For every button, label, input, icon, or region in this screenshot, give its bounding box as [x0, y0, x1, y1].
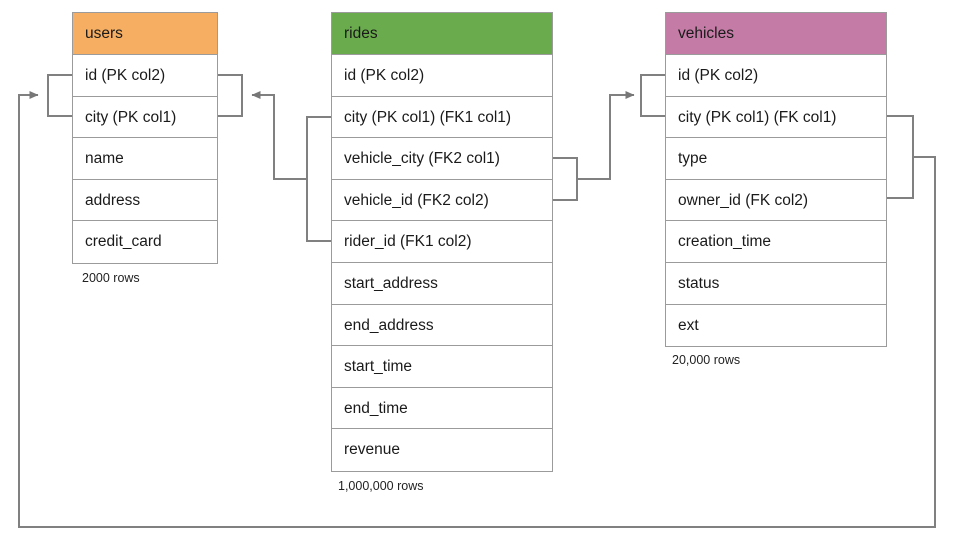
field-rides-city[interactable]: city (PK col1) (FK1 col1) — [332, 97, 552, 139]
row-count-users: 2000 rows — [82, 271, 140, 285]
connector-vehicles-left-bracket — [640, 74, 665, 117]
entity-rides[interactable]: rides id (PK col2) city (PK col1) (FK1 c… — [331, 12, 553, 472]
field-vehicles-status[interactable]: status — [666, 263, 886, 305]
field-rides-revenue[interactable]: revenue — [344, 441, 401, 459]
connector-users-right-bracket — [218, 74, 243, 117]
field-rides-start-address[interactable]: start_address — [332, 263, 552, 305]
connector-rides-fk1-bracket — [306, 116, 331, 242]
connector-vehicles-right-bracket — [887, 115, 914, 199]
entity-vehicles[interactable]: vehicles id (PK col2) city (PK col1) (FK… — [665, 12, 887, 348]
field-rides-end-time[interactable]: end_time — [332, 388, 552, 430]
entity-users-header: users — [73, 13, 217, 55]
entity-vehicles-title: vehicles — [678, 25, 734, 42]
field-rides-vehicle-id[interactable]: vehicle_id (FK2 col2) — [332, 180, 552, 222]
field-users-credit-card[interactable]: credit_card — [85, 233, 162, 251]
field-users-id[interactable]: id (PK col2) — [73, 55, 217, 97]
field-rides-vehicle-city[interactable]: vehicle_city (FK2 col1) — [332, 138, 552, 180]
field-rides-rider-id[interactable]: rider_id (FK1 col2) — [332, 221, 552, 263]
connector-rides-fk1-to-users — [251, 91, 307, 180]
field-vehicles-ext[interactable]: ext — [678, 316, 699, 334]
entity-rides-header: rides — [332, 13, 552, 55]
field-vehicles-owner-id[interactable]: owner_id (FK col2) — [666, 180, 886, 222]
field-rides-end-address[interactable]: end_address — [332, 305, 552, 347]
field-users-address[interactable]: address — [73, 180, 217, 222]
row-count-vehicles: 20,000 rows — [672, 353, 741, 367]
connector-users-left-bracket — [47, 74, 72, 117]
field-vehicles-type[interactable]: type — [666, 138, 886, 180]
field-users-name[interactable]: name — [73, 138, 217, 180]
field-users-city[interactable]: city (PK col1) — [73, 97, 217, 139]
entity-users[interactable]: users id (PK col2) city (PK col1) name a… — [72, 12, 218, 264]
connector-rides-fk2-bracket — [553, 157, 578, 201]
entity-vehicles-header: vehicles — [666, 13, 886, 55]
connector-rides-fk2-to-vehicles — [577, 91, 635, 180]
row-count-rides: 1,000,000 rows — [338, 479, 424, 493]
entity-rides-title: rides — [344, 25, 378, 42]
field-rides-start-time[interactable]: start_time — [332, 346, 552, 388]
field-vehicles-id[interactable]: id (PK col2) — [666, 55, 886, 97]
entity-users-title: users — [85, 25, 123, 42]
field-rides-id[interactable]: id (PK col2) — [332, 55, 552, 97]
field-vehicles-city[interactable]: city (PK col1) (FK col1) — [666, 97, 886, 139]
field-vehicles-creation-time[interactable]: creation_time — [666, 221, 886, 263]
